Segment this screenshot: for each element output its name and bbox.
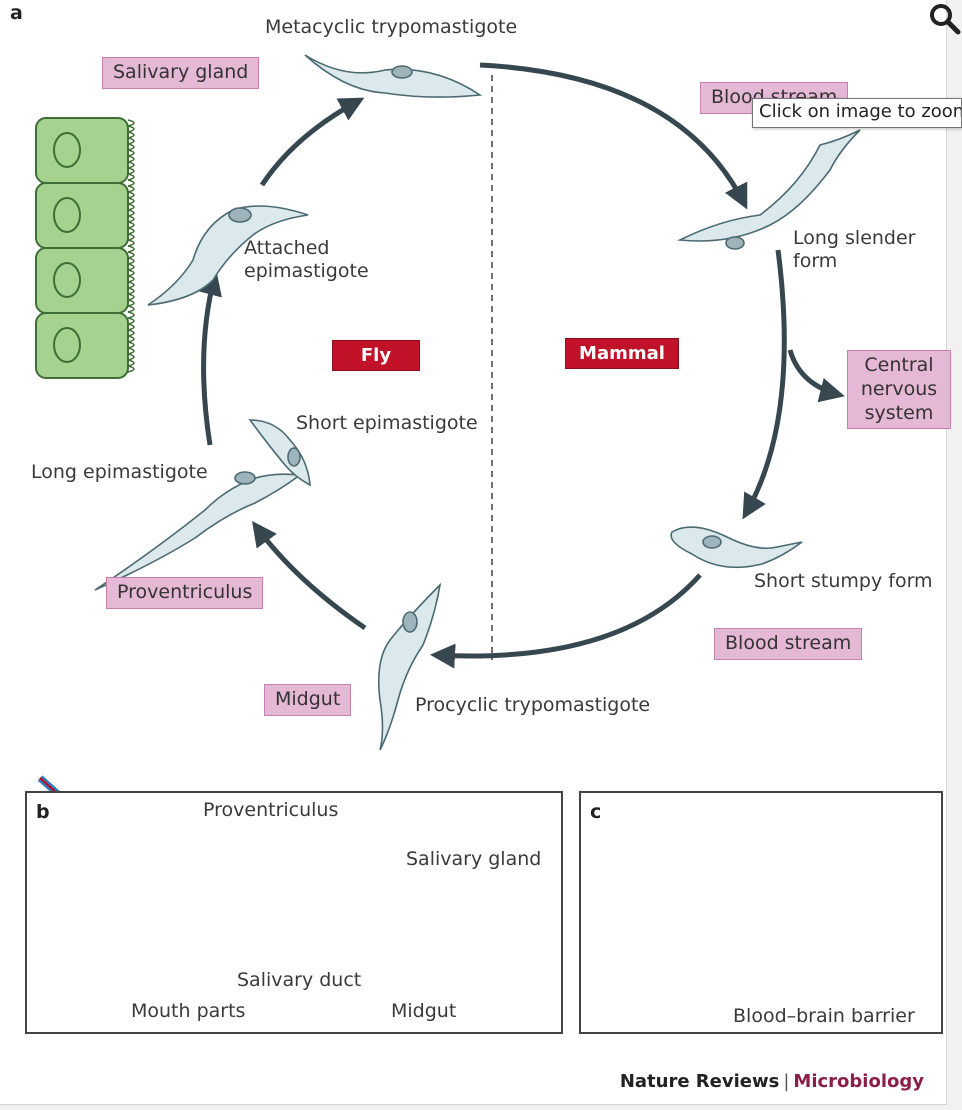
salivary-duct-label: Salivary duct	[237, 969, 362, 991]
panel-b-box	[25, 791, 563, 1034]
zoom-tooltip: Click on image to zoom	[752, 98, 962, 128]
midgut-badge: Midgut	[264, 684, 352, 716]
metacyclic-trypomastigote-label: Metacyclic trypomastigote	[265, 16, 518, 38]
mammal-host-badge: Mammal	[565, 338, 679, 369]
credit-journal: Nature Reviews	[619, 1071, 780, 1092]
short-epimastigote-parasite	[248, 419, 311, 487]
long-epimastigote-parasite	[94, 473, 303, 591]
midgut-label: Midgut	[391, 1000, 457, 1022]
short-stumpy-parasite	[670, 526, 803, 569]
short-epimastigote-label: Short epimastigote	[296, 412, 478, 434]
procyclic-parasite	[377, 582, 442, 751]
metacyclic-parasite	[304, 54, 483, 98]
panel-c-box	[579, 791, 943, 1034]
figure-credit: Nature Reviews|Microbiology	[620, 1071, 924, 1092]
proventriculus-label: Proventriculus	[203, 799, 339, 821]
credit-separator: |	[783, 1071, 790, 1092]
salivary-gland-label: Salivary gland	[406, 848, 542, 870]
parasite-shapes	[94, 54, 861, 751]
cycle-arrows	[197, 62, 845, 669]
panel-c-label: c	[590, 801, 602, 823]
fly-host-badge: Fly	[332, 340, 420, 371]
short-stumpy-form-label: Short stumpy form	[754, 570, 933, 592]
proventriculus-badge: Proventriculus	[106, 577, 264, 609]
attached-epimastigote-label: Attached epimastigote	[244, 237, 369, 282]
blood-stream-bottom-badge: Blood stream	[714, 628, 863, 660]
long-epimastigote-label: Long epimastigote	[31, 461, 208, 483]
long-slender-parasite	[677, 129, 861, 242]
panel-b-label: b	[36, 801, 50, 823]
magnifier-icon[interactable]	[928, 2, 962, 36]
attached-epimastigote-parasite	[147, 205, 309, 306]
cns-badge: Central nervous system	[847, 350, 951, 430]
salivary-gland-cells	[35, 117, 135, 379]
procyclic-trypomastigote-label: Procyclic trypomastigote	[415, 694, 651, 716]
blood-brain-barrier-label: Blood–brain barrier	[733, 1005, 915, 1027]
credit-subject: Microbiology	[793, 1071, 924, 1092]
salivary-gland-badge: Salivary gland	[102, 57, 260, 89]
long-slender-form-label: Long slender form	[793, 227, 916, 272]
mouth-parts-label: Mouth parts	[131, 1000, 246, 1022]
panel-a-label: a	[10, 2, 23, 24]
